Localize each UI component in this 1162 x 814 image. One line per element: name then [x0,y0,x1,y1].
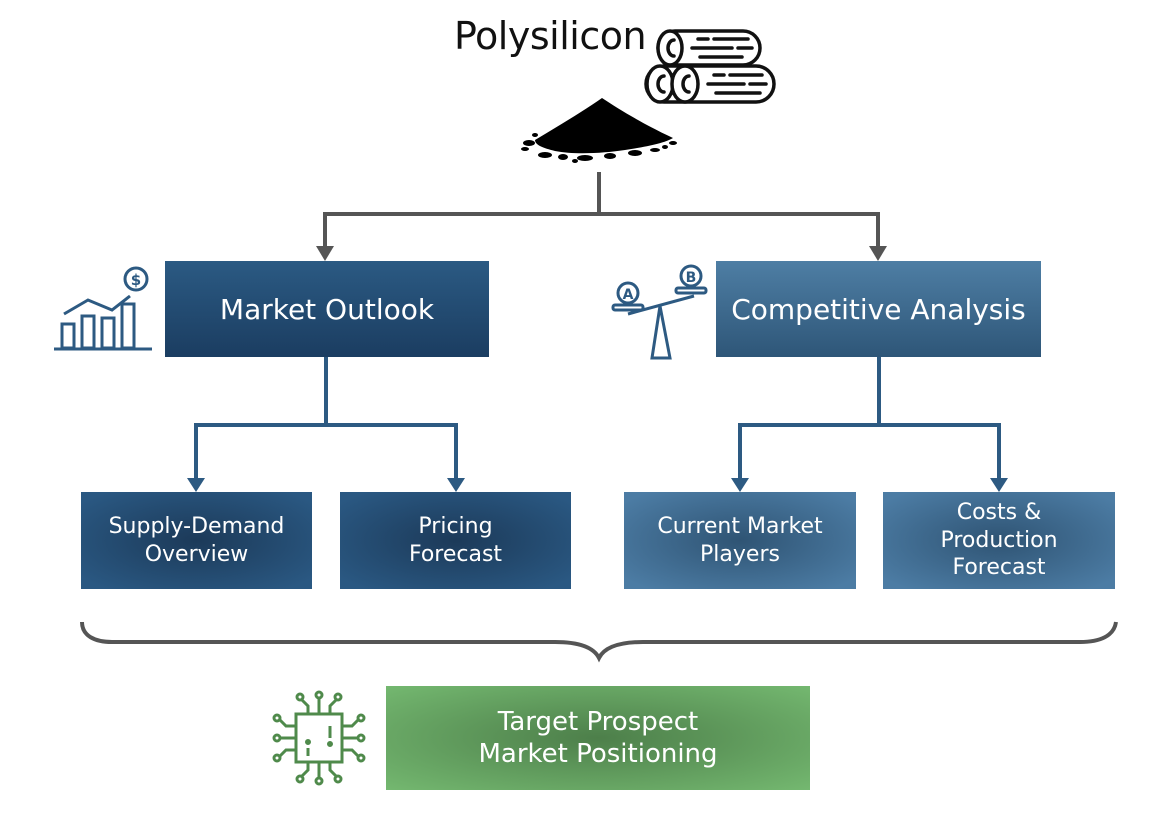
box-line: Current Market [657,514,823,539]
circuit-chip-icon [272,690,366,786]
box-line: Pricing [418,514,493,539]
scale-label-a: A [623,287,634,303]
powder-pile-icon [521,98,677,163]
arrow-to-pricing [447,478,465,492]
arrow-to-market-outlook [316,246,334,261]
box-line: Supply-Demand [108,514,285,539]
top-connector [323,172,880,248]
costs-production-forecast-box: Costs & Production Forecast [883,492,1115,589]
competitive-analysis-label: Competitive Analysis [731,292,1026,326]
balance-scale-ab-icon: A B [611,264,708,360]
box-line: Production [940,527,1058,553]
arrow-to-supply-demand [187,478,205,492]
page-title: Polysilicon [454,14,647,58]
box-line: Forecast [408,541,503,567]
grouping-brace [80,621,1118,663]
arrow-to-costs-production [990,478,1008,492]
left-connector [194,357,458,480]
market-outlook-label: Market Outlook [219,292,435,326]
competitive-analysis-box: Competitive Analysis [716,261,1041,357]
box-line: Overview [144,541,249,567]
box-line: Costs & [956,500,1042,526]
current-market-players-box: Current Market Players [624,492,856,589]
box-line: Target Prospect [497,706,699,737]
arrow-to-competitive-analysis [869,246,887,261]
arrow-to-current-players [731,478,749,492]
box-line: Forecast [952,555,1046,581]
logs-icon [644,29,776,104]
market-outlook-box: Market Outlook [165,261,489,357]
right-connector [738,357,1001,480]
scale-label-b: B [686,270,697,286]
supply-demand-overview-box: Supply-Demand Overview [81,492,312,589]
box-line: Players [700,541,780,567]
box-line: Market Positioning [478,739,718,769]
target-prospect-market-positioning-box: Target Prospect Market Positioning [386,686,810,790]
dollar-sign: $ [131,271,141,289]
pricing-forecast-box: Pricing Forecast [340,492,571,589]
growth-chart-dollar-icon: $ [54,266,152,351]
